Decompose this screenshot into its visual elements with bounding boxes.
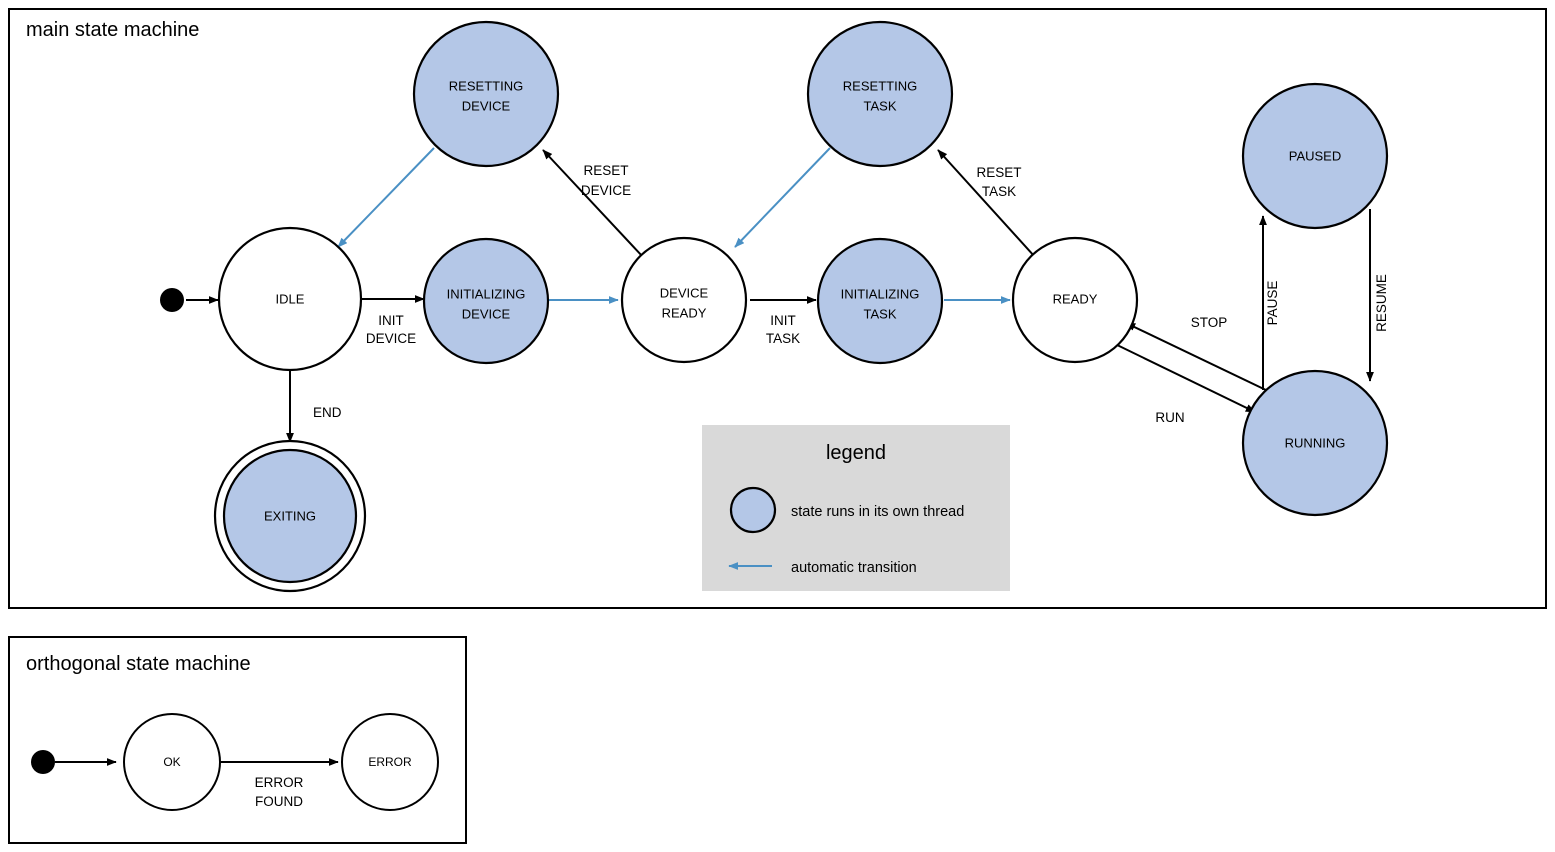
state-label-ready: READY <box>1053 291 1098 306</box>
start-state-main <box>160 288 184 312</box>
state-label-ok: OK <box>163 755 180 769</box>
transition-paused-running: RESUME <box>1366 209 1389 382</box>
transition-label-init-device-line2: DEVICE <box>366 331 416 346</box>
state-label-resetting-task-line2: TASK <box>864 98 897 113</box>
state-label-device-ready-line1: DEVICE <box>660 285 709 300</box>
transition-resetting-task-device-ready <box>734 147 831 248</box>
state-paused[interactable]: PAUSED <box>1241 82 1389 230</box>
transition-running-ready: STOP <box>1125 315 1269 392</box>
transition-label-pause: PAUSE <box>1265 281 1280 326</box>
transition-ready-running: RUN <box>1112 342 1256 425</box>
state-label-exiting: EXITING <box>264 508 316 523</box>
state-label-initializing-device-line2: DEVICE <box>462 306 511 321</box>
state-resetting-task[interactable]: RESETTING TASK <box>806 20 954 168</box>
legend-auto-label: automatic transition <box>791 560 917 576</box>
legend-thread-label: state runs in its own thread <box>791 504 964 520</box>
main-state-machine-title: main state machine <box>26 19 199 41</box>
transition-idle-exiting: END <box>286 370 342 443</box>
state-label-resetting-task-line1: RESETTING <box>843 78 917 93</box>
state-running[interactable]: RUNNING <box>1241 369 1389 517</box>
state-ok[interactable]: OK <box>123 713 221 811</box>
state-label-resetting-device-line2: DEVICE <box>462 98 511 113</box>
legend-thread-circle-icon <box>729 486 777 534</box>
state-label-resetting-device-line1: RESETTING <box>449 78 523 93</box>
start-state-orthogonal <box>31 750 55 774</box>
transition-label-resume: RESUME <box>1374 274 1389 332</box>
state-resetting-device[interactable]: RESETTING DEVICE <box>412 20 560 168</box>
transition-label-init-task-line2: TASK <box>766 331 800 346</box>
transition-running-paused: PAUSE <box>1259 215 1280 390</box>
transition-ready-resetting-task: RESET TASK <box>937 149 1036 258</box>
state-error[interactable]: ERROR <box>341 713 439 811</box>
transition-label-end: END <box>313 405 342 420</box>
state-idle[interactable]: IDLE <box>217 226 363 372</box>
transition-resetting-device-idle <box>337 147 435 248</box>
state-label-initializing-device-line1: INITIALIZING <box>447 286 526 301</box>
transition-label-reset-task-line2: TASK <box>982 184 1016 199</box>
transition-label-error-found-line1: ERROR <box>255 775 304 790</box>
state-label-initializing-task-line2: TASK <box>864 306 897 321</box>
state-label-paused: PAUSED <box>1289 148 1342 163</box>
transition-label-init-device-line1: INIT <box>378 313 404 328</box>
state-exiting[interactable]: EXITING <box>213 439 367 593</box>
state-label-error: ERROR <box>368 755 412 769</box>
orthogonal-state-machine-title: orthogonal state machine <box>26 653 251 675</box>
transition-label-error-found-line2: FOUND <box>255 794 303 809</box>
transition-label-init-task-line1: INIT <box>770 313 796 328</box>
legend: legend state runs in its own thread auto… <box>702 425 1010 591</box>
state-label-running: RUNNING <box>1285 435 1346 450</box>
transition-device-ready-initializing-task: INIT TASK <box>750 296 817 346</box>
state-initializing-device[interactable]: INITIALIZING DEVICE <box>422 237 550 365</box>
transition-ok-error: ERROR FOUND <box>221 758 339 809</box>
state-ready[interactable]: READY <box>1011 236 1139 364</box>
legend-title: legend <box>826 442 886 464</box>
legend-item-auto: automatic transition <box>728 560 917 576</box>
state-label-idle: IDLE <box>276 291 305 306</box>
transition-label-reset-device-line1: RESET <box>583 163 628 178</box>
state-label-initializing-task-line1: INITIALIZING <box>841 286 920 301</box>
transition-label-reset-device-line2: DEVICE <box>581 183 631 198</box>
transition-device-ready-resetting-device: RESET DEVICE <box>542 149 644 258</box>
transition-label-run: RUN <box>1155 410 1184 425</box>
legend-item-thread: state runs in its own thread <box>729 486 964 534</box>
state-device-ready[interactable]: DEVICE READY <box>620 236 748 364</box>
transition-idle-initializing-device: INIT DEVICE <box>360 295 425 346</box>
transition-label-reset-task-line1: RESET <box>976 165 1021 180</box>
transition-label-stop: STOP <box>1191 315 1228 330</box>
state-initializing-task[interactable]: INITIALIZING TASK <box>816 237 944 365</box>
state-label-device-ready-line2: READY <box>662 305 707 320</box>
